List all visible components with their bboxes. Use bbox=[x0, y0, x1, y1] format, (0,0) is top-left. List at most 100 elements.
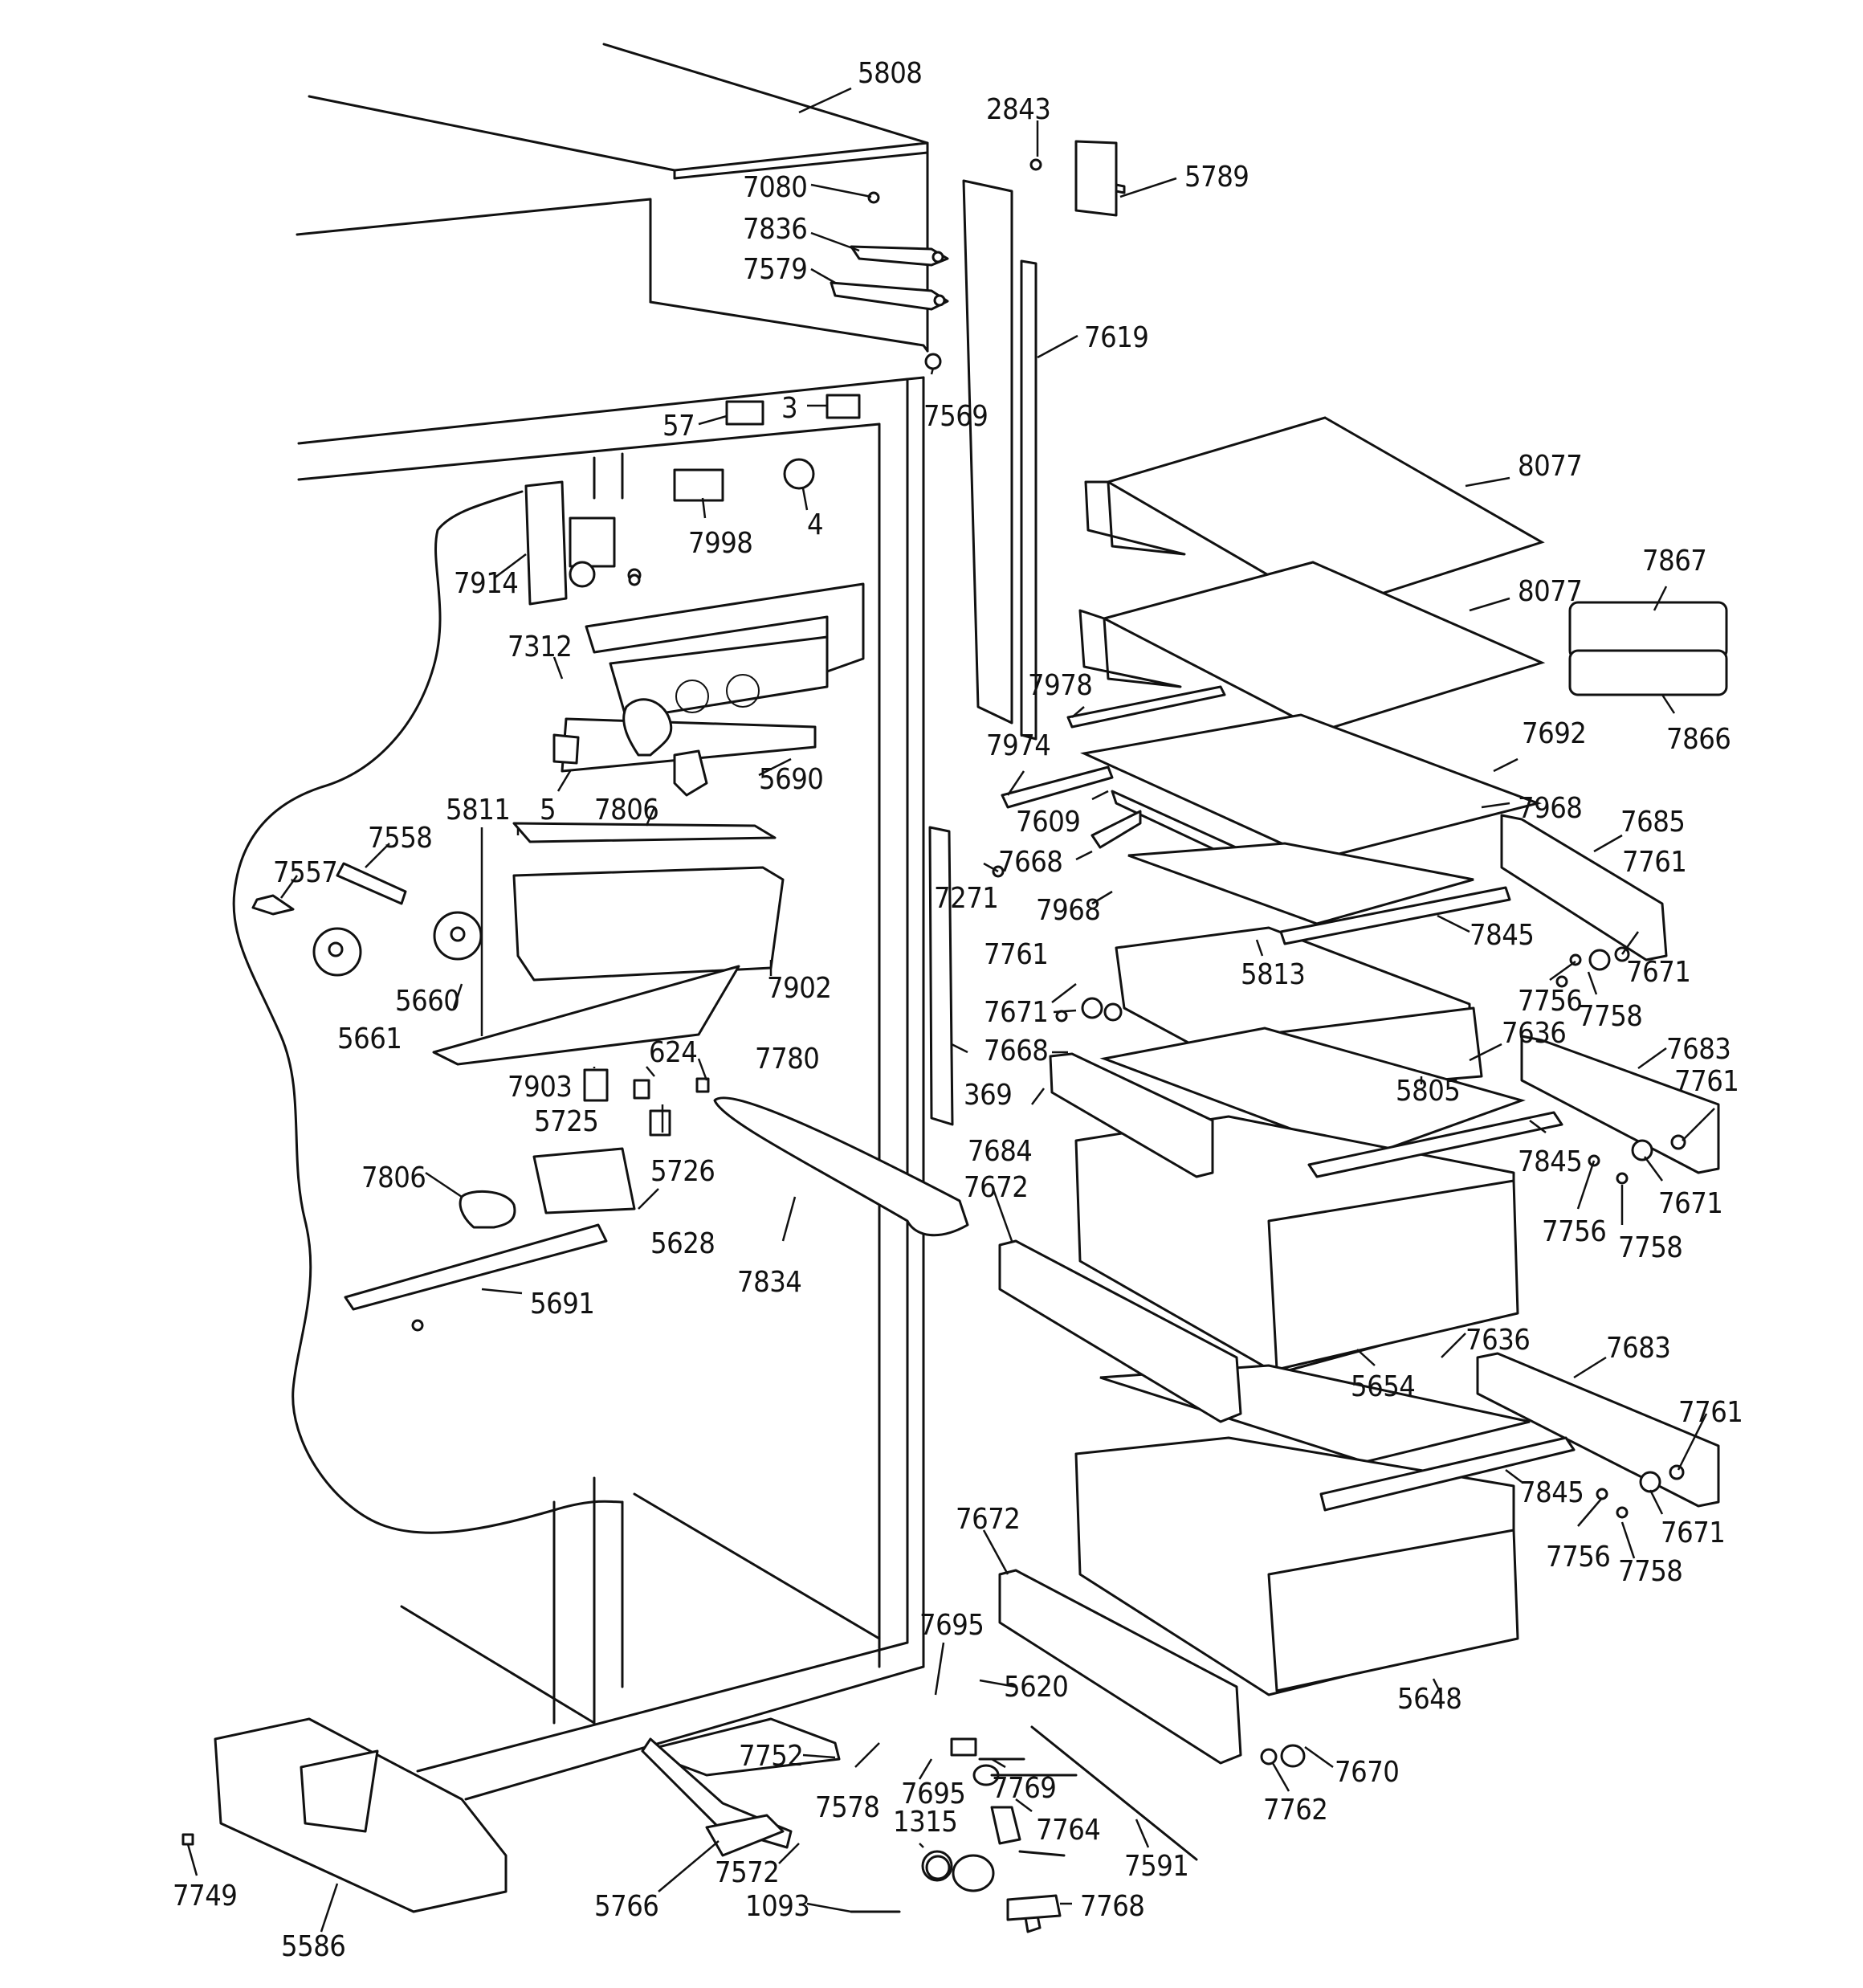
label-5789: 5789 bbox=[1184, 161, 1249, 194]
label-7578: 7578 bbox=[815, 1791, 879, 1824]
label-7902: 7902 bbox=[767, 972, 831, 1005]
label-7769: 7769 bbox=[992, 1772, 1056, 1805]
light-cover-assembly bbox=[251, 822, 785, 1066]
label-7671-upper: 7671 bbox=[1626, 956, 1690, 989]
label-7836: 7836 bbox=[743, 213, 807, 246]
label-8077-second: 8077 bbox=[1518, 575, 1582, 608]
label-7312: 7312 bbox=[508, 631, 572, 663]
label-7974: 7974 bbox=[986, 729, 1050, 762]
label-7806-upper: 7806 bbox=[594, 794, 658, 827]
label-8077-top: 8077 bbox=[1518, 450, 1582, 483]
label-7557: 7557 bbox=[273, 856, 337, 889]
label-624: 624 bbox=[649, 1036, 697, 1069]
label-7756-lower: 7756 bbox=[1546, 1541, 1610, 1574]
label-7752: 7752 bbox=[739, 1740, 803, 1773]
label-7968-upper: 7968 bbox=[1518, 792, 1582, 825]
controls bbox=[524, 394, 865, 797]
label-5725: 5725 bbox=[534, 1105, 598, 1138]
label-5648: 5648 bbox=[1397, 1683, 1461, 1716]
label-1093: 1093 bbox=[745, 1890, 809, 1923]
label-7683-lower: 7683 bbox=[1606, 1332, 1670, 1365]
label-7764: 7764 bbox=[1036, 1814, 1100, 1847]
label-3: 3 bbox=[781, 392, 797, 425]
label-7579: 7579 bbox=[743, 253, 807, 286]
label-7756-upper: 7756 bbox=[1518, 985, 1582, 1018]
label-5766: 5766 bbox=[594, 1890, 658, 1923]
label-7572: 7572 bbox=[715, 1856, 779, 1889]
condiment-bins bbox=[1568, 601, 1728, 696]
label-5620: 5620 bbox=[1004, 1671, 1068, 1704]
label-7671-lower-right: 7671 bbox=[1658, 1187, 1722, 1220]
label-7671-middle: 7671 bbox=[984, 996, 1048, 1029]
label-7558: 7558 bbox=[368, 822, 432, 855]
label-7978: 7978 bbox=[1028, 669, 1092, 702]
door-rails bbox=[928, 179, 1037, 1126]
label-7695-lower: 7695 bbox=[901, 1778, 965, 1810]
cabinet-outline bbox=[296, 43, 929, 1801]
label-5726: 5726 bbox=[650, 1155, 715, 1188]
label-5691: 5691 bbox=[530, 1288, 594, 1321]
label-7914: 7914 bbox=[454, 567, 518, 600]
label-7761-a: 7761 bbox=[1622, 846, 1686, 879]
label-7668-lower: 7668 bbox=[984, 1035, 1048, 1067]
label-5811: 5811 bbox=[446, 794, 510, 827]
label-7756-middle: 7756 bbox=[1542, 1215, 1606, 1248]
label-5690: 5690 bbox=[759, 763, 823, 796]
label-7834: 7834 bbox=[737, 1266, 801, 1299]
label-7636-lower: 7636 bbox=[1466, 1324, 1530, 1357]
label-7998: 7998 bbox=[688, 527, 752, 560]
label-7692: 7692 bbox=[1522, 717, 1586, 750]
label-7806-lower: 7806 bbox=[361, 1161, 426, 1194]
label-7758-upper: 7758 bbox=[1578, 1000, 1642, 1033]
label-4: 4 bbox=[807, 508, 823, 541]
label-7672-upper: 7672 bbox=[964, 1171, 1028, 1204]
label-7670: 7670 bbox=[1335, 1756, 1399, 1789]
label-7695-upper: 7695 bbox=[919, 1609, 984, 1642]
label-2843: 2843 bbox=[986, 93, 1050, 126]
leader-lines bbox=[186, 87, 1715, 1933]
label-7867: 7867 bbox=[1642, 545, 1706, 578]
label-7762: 7762 bbox=[1263, 1794, 1327, 1827]
label-7845-middle: 7845 bbox=[1518, 1145, 1582, 1178]
label-7683-upper: 7683 bbox=[1666, 1033, 1731, 1066]
label-7845-upper: 7845 bbox=[1470, 919, 1534, 952]
label-7780: 7780 bbox=[755, 1043, 819, 1076]
label-5654: 5654 bbox=[1351, 1370, 1415, 1403]
label-7866: 7866 bbox=[1666, 723, 1731, 756]
label-7685: 7685 bbox=[1620, 806, 1685, 839]
label-7569: 7569 bbox=[923, 400, 988, 433]
label-7271: 7271 bbox=[934, 882, 998, 915]
label-5660: 5660 bbox=[395, 985, 459, 1018]
label-7758-lower: 7758 bbox=[1618, 1555, 1682, 1588]
label-7903: 7903 bbox=[508, 1071, 572, 1104]
label-7768: 7768 bbox=[1080, 1890, 1144, 1923]
label-7761-d: 7761 bbox=[1678, 1396, 1743, 1429]
label-5661: 5661 bbox=[337, 1023, 402, 1055]
glass-shelves bbox=[1001, 416, 1546, 869]
label-57: 57 bbox=[662, 410, 695, 443]
label-7761-b: 7761 bbox=[984, 938, 1048, 971]
label-7672-lower: 7672 bbox=[956, 1503, 1020, 1536]
part-number-labels: 5808 2843 5789 7080 7836 7579 7619 7569 … bbox=[173, 57, 1743, 1963]
label-7968-lower: 7968 bbox=[1036, 894, 1100, 927]
label-7845-lower: 7845 bbox=[1519, 1476, 1584, 1509]
label-5: 5 bbox=[540, 794, 556, 827]
drawer-slides bbox=[998, 814, 1720, 1765]
label-7619: 7619 bbox=[1084, 321, 1148, 354]
label-7671-bottom: 7671 bbox=[1661, 1517, 1725, 1549]
bottom-parts bbox=[181, 1717, 1306, 1933]
crisper-drawers bbox=[1074, 842, 1531, 1696]
label-7591: 7591 bbox=[1124, 1850, 1188, 1883]
label-7684: 7684 bbox=[968, 1135, 1032, 1168]
label-5813: 5813 bbox=[1241, 958, 1305, 991]
label-7668-upper: 7668 bbox=[998, 846, 1062, 879]
label-7758-middle: 7758 bbox=[1618, 1231, 1682, 1264]
label-5808: 5808 bbox=[858, 57, 922, 90]
label-1315: 1315 bbox=[893, 1806, 957, 1839]
label-5805: 5805 bbox=[1396, 1075, 1460, 1108]
cutaway-outline bbox=[232, 490, 624, 1534]
label-7080: 7080 bbox=[743, 171, 807, 204]
lower-parts bbox=[344, 1068, 969, 1311]
